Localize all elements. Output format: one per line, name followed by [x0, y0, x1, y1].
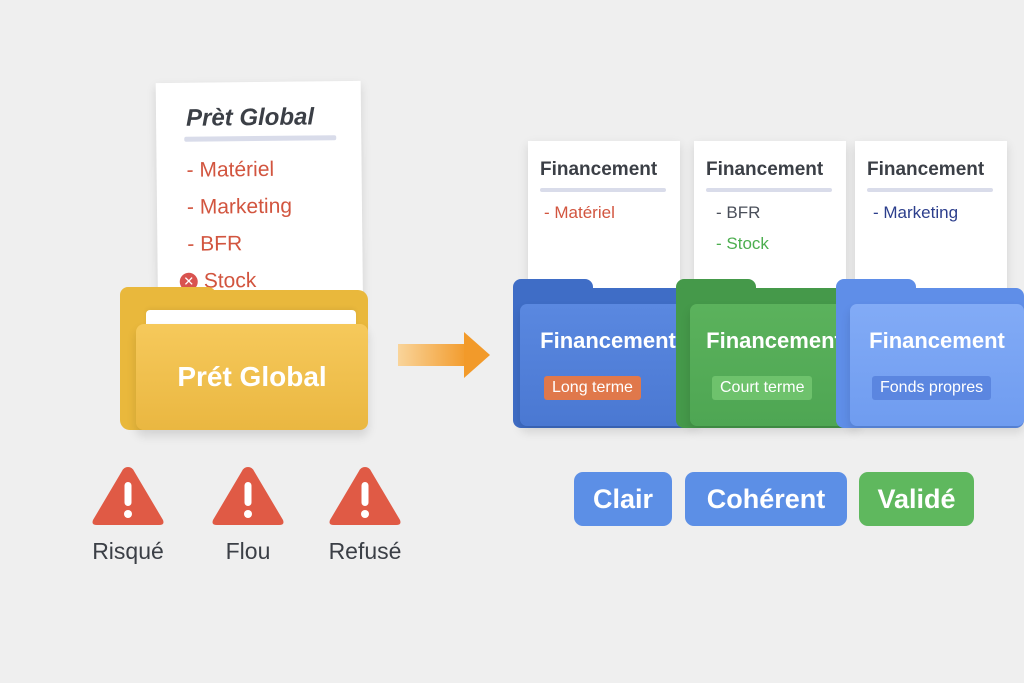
- warning-icon: [212, 467, 284, 525]
- card-item: - Stock: [716, 234, 769, 253]
- card-title: Financement: [867, 159, 985, 180]
- card-title: Financement: [540, 159, 658, 180]
- folder-label: Prét Global: [177, 361, 327, 392]
- short-term-folder: Financement Court terme: [690, 304, 858, 426]
- list-item-bfr: - BFR: [187, 232, 243, 256]
- warning-label: Refusé: [328, 538, 402, 564]
- card-title-underline: [867, 188, 993, 192]
- card-item: - Marketing: [873, 203, 959, 222]
- list-item-marketing: - Marketing: [186, 194, 293, 219]
- warning-refuse: Refusé: [310, 464, 420, 565]
- warning-icon: [329, 467, 401, 525]
- sheet-title: Prèt Global: [185, 103, 315, 132]
- warning-label: Risqué: [92, 538, 164, 564]
- card-item: - BFR: [716, 203, 761, 222]
- folder-title: Financement: [869, 328, 1005, 353]
- folder-badge: Court terme: [712, 376, 813, 400]
- arrow-right-icon: [464, 332, 490, 378]
- folder-title: Financement: [540, 328, 676, 353]
- card-title-underline: [706, 188, 832, 192]
- pill-clair: Clair: [574, 472, 672, 526]
- warning-risque: Risqué: [73, 464, 183, 565]
- pill-coherent: Cohérent: [685, 472, 847, 526]
- warning-icon: [92, 467, 164, 525]
- folder-badge: Fonds propres: [872, 376, 992, 400]
- arrow-shaft: [398, 344, 468, 366]
- warning-label: Flou: [225, 538, 271, 564]
- long-term-folder: Financement Long terme: [520, 304, 696, 426]
- equity-folder: Financement Fonds propres: [850, 304, 1024, 426]
- global-loan-folder: Prét Global: [136, 324, 368, 430]
- warning-flou: Flou: [193, 464, 303, 565]
- folder-title: Financement: [706, 328, 842, 353]
- folder-badge: Long terme: [544, 376, 641, 400]
- pill-valide: Validé: [859, 472, 974, 526]
- card-title-underline: [540, 188, 666, 192]
- sheet-title-underline: [184, 135, 337, 142]
- card-item: - Matériel: [544, 203, 615, 222]
- list-item-materiel: - Matériel: [186, 157, 275, 182]
- card-title: Financement: [706, 159, 824, 180]
